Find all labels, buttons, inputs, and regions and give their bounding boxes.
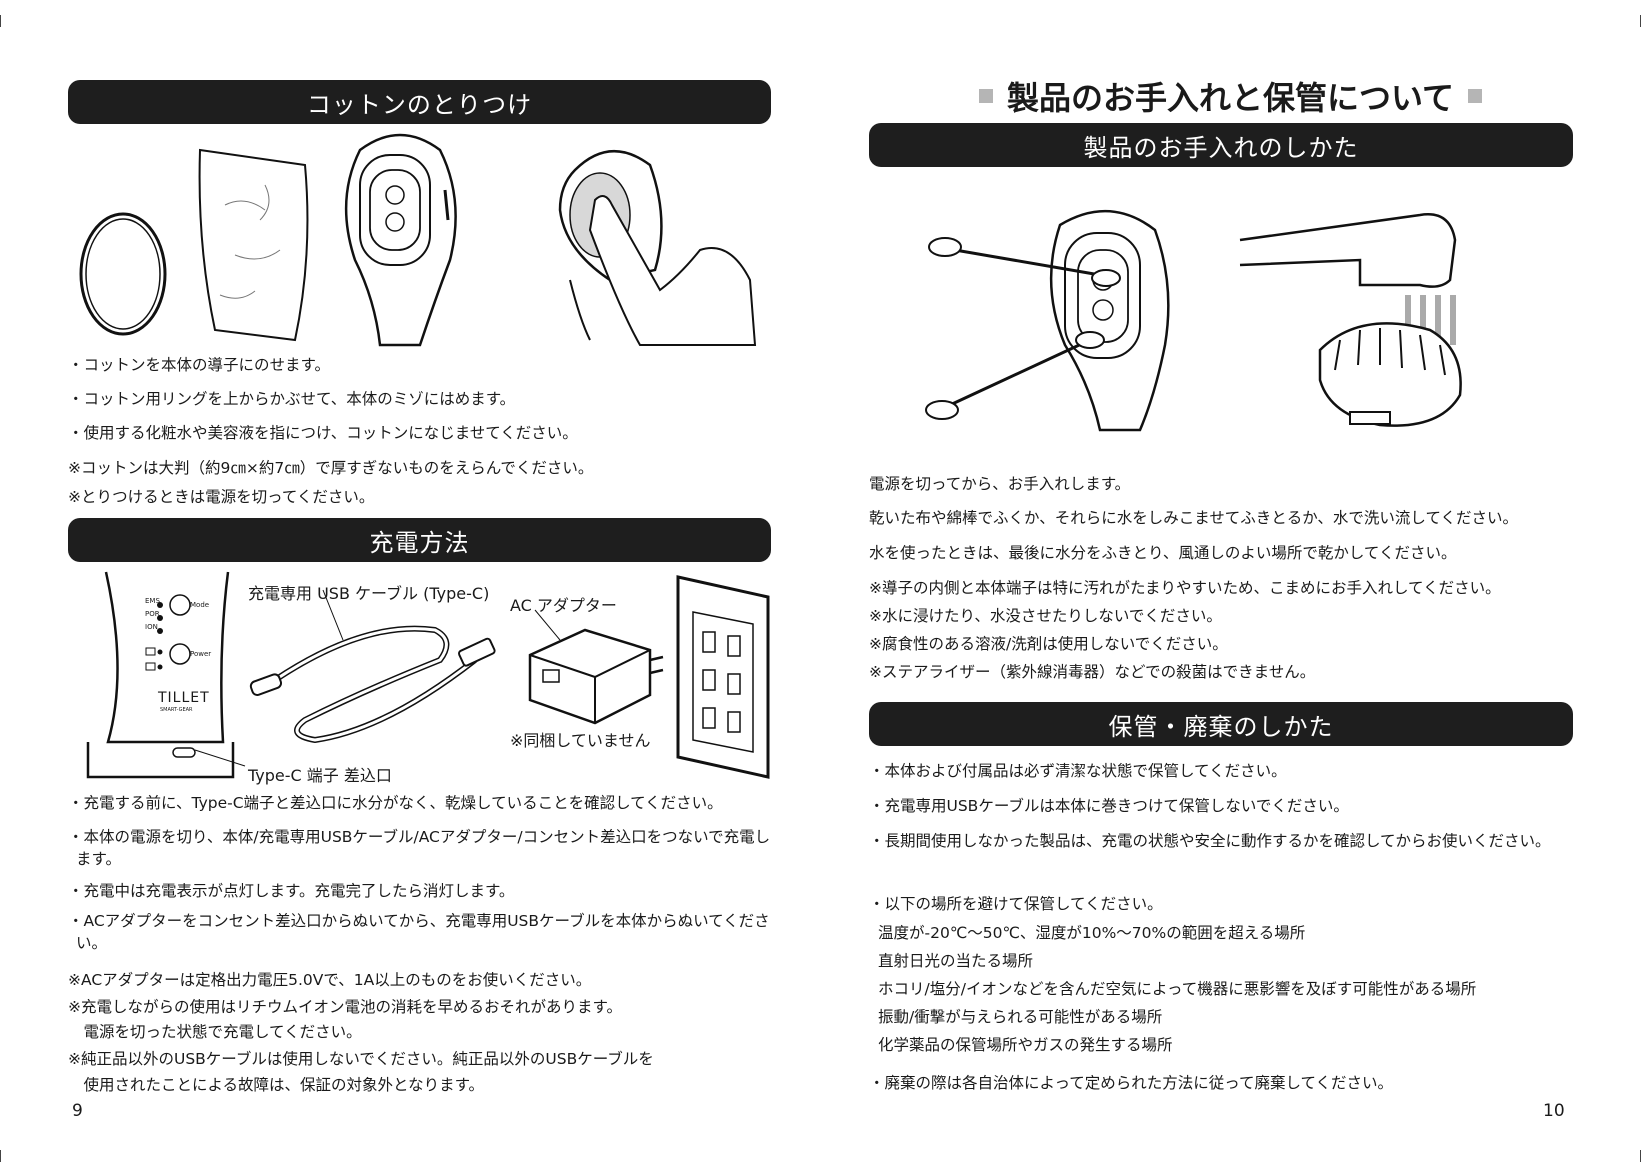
crop-mark: [0, 1150, 1, 1162]
charging-line-3: ・充電中は充電表示が点灯します。充電完了したら消灯します。: [68, 882, 515, 900]
title-square-icon-right: [1468, 89, 1483, 103]
care-note-1: ※導子の内側と本体端子は特に汚れがたまりやすいため、こまめにお手入れしてください…: [869, 579, 1501, 597]
cotton-pad-illustration: [198, 148, 309, 342]
care-line-2: 乾いた布や綿棒でふくか、それらに水をしみこませてふきとるか、水で洗い流してくださ…: [869, 509, 1518, 527]
port-label: Type-C 端子 差込口: [248, 766, 392, 785]
storage-line-3: ・長期間使用しなかった製品は、充電の状態や安全に動作するかを確認してからお使いく…: [869, 832, 1551, 850]
section-heading-storage: 保管・廃棄のしかた: [869, 702, 1573, 746]
port-leader-line: [194, 749, 246, 767]
led-label-ems: EMS: [145, 597, 160, 605]
storage-sub-1: 温度が-20℃～50℃、湿度が10%～70%の範囲を超える場所: [878, 924, 1306, 942]
brand-subtitle-text: SMART-GEAR: [160, 707, 193, 713]
charging-line-4: ・ACアダプターをコンセント差込口からぬいてから、充電専用USBケーブルを本体か…: [68, 912, 770, 952]
charging-line-1: ・充電する前に、Type-C端子と差込口に水分がなく、乾燥していることを確認して…: [68, 794, 723, 812]
storage-sub-2: 直射日光の当たる場所: [878, 952, 1034, 970]
mode-button-label: Mode: [190, 601, 210, 609]
cotton-ring-illustration: [79, 212, 167, 336]
charging-note-2: ※充電しながらの使用はリチウムイオン電池の消耗を早めるおそれがあります。: [68, 998, 622, 1016]
device-head-illustration: [344, 133, 457, 347]
cotton-note-1: ※コットンは大判（約9㎝×約7㎝）で厚すぎないものをえらんでください。: [68, 459, 594, 477]
care-note-4: ※ステアライザー（紫外線消毒器）などでの殺菌はできません。: [869, 663, 1316, 681]
page-number-left: 9: [72, 1101, 83, 1121]
section-heading-charging: 充電方法: [68, 518, 771, 562]
storage-line-2: ・充電専用USBケーブルは本体に巻きつけて保管しないでください。: [869, 797, 1349, 815]
storage-line-1: ・本体および付属品は必ず清潔な状態で保管してください。: [869, 762, 1287, 780]
brand-logo-text: TILLET: [158, 690, 210, 706]
page-right: 製品のお手入れと保管について 製品のお手入れのしかた 電源を切ってから、お手入れ…: [820, 0, 1641, 1173]
storage-sub-3: ホコリ/塩分/イオンなどを含んだ空気によって機器に悪影響を及ぼす可能性がある場所: [878, 980, 1477, 998]
ac-adapter-illustration: [528, 609, 664, 725]
section-heading-care: 製品のお手入れのしかた: [869, 123, 1573, 167]
device-front-illustration: [86, 571, 235, 779]
finger-press-illustration: [558, 150, 757, 346]
charging-note-3-cont: 使用されたことによる故障は、保証の対象外となります。: [68, 1076, 485, 1094]
wall-outlet-illustration: [676, 575, 770, 779]
page-title-text: 製品のお手入れと保管について: [1006, 79, 1455, 117]
care-line-1: 電源を切ってから、お手入れします。: [869, 475, 1131, 493]
storage-line-4: ・以下の場所を避けて保管してください。: [869, 895, 1163, 913]
cable-label: 充電専用 USB ケーブル (Type-C): [248, 584, 490, 603]
charging-line-2: ・本体の電源を切り、本体/充電専用USBケーブル/ACアダプター/コンセント差込…: [68, 828, 771, 868]
cotton-line-3: ・使用する化粧水や美容液を指につけ、コットンになじませてください。: [68, 424, 578, 442]
page-left: コットンのとりつけ ・コットンを本体の導子にのせます。 ・コットン用リングを上か…: [0, 0, 820, 1173]
adapter-label: AC アダプター: [510, 596, 617, 615]
storage-sub-4: 振動/衝撃が与えられる可能性がある場所: [878, 1008, 1163, 1026]
care-note-3: ※腐食性のある溶液/洗剤は使用しないでください。: [869, 635, 1228, 653]
cotton-swab-cleaning-illustration: [925, 209, 1170, 432]
care-note-2: ※水に浸けたり、水没させたりしないでください。: [869, 607, 1222, 625]
charging-note-3: ※純正品以外のUSBケーブルは使用しないでください。純正品以外のUSBケーブルを: [68, 1050, 654, 1068]
storage-line-5: ・廃棄の際は各自治体によって定められた方法に従って廃棄してください。: [869, 1074, 1394, 1092]
section-heading-cotton: コットンのとりつけ: [68, 80, 771, 124]
charging-note-1: ※ACアダプターは定格出力電圧5.0Vで、1A以上のものをお使いください。: [68, 971, 592, 989]
not-included-note: ※同梱していません: [510, 731, 651, 750]
cotton-line-2: ・コットン用リングを上からかぶせて、本体のミゾにはめます。: [68, 390, 516, 408]
crop-mark: [0, 15, 1, 27]
power-button-label: Power: [190, 650, 212, 658]
cotton-line-1: ・コットンを本体の導子にのせます。: [68, 356, 330, 374]
usb-cable-illustration: [249, 589, 496, 744]
led-label-ion: ION: [145, 623, 158, 631]
title-square-icon-left: [978, 89, 993, 103]
care-line-3: 水を使ったときは、最後に水分をふきとり、風通しのよい場所で乾かしてください。: [869, 544, 1457, 562]
faucet-rinse-illustration: [1239, 213, 1462, 427]
page-title: 製品のお手入れと保管について: [820, 74, 1641, 118]
cotton-note-2: ※とりつけるときは電源を切ってください。: [68, 488, 375, 506]
charging-note-2-cont: 電源を切った状態で充電してください。: [68, 1023, 362, 1041]
storage-sub-5: 化学薬品の保管場所やガスの発生する場所: [878, 1036, 1173, 1054]
page-number-right: 10: [1543, 1101, 1565, 1121]
led-label-por: POR: [145, 610, 160, 618]
